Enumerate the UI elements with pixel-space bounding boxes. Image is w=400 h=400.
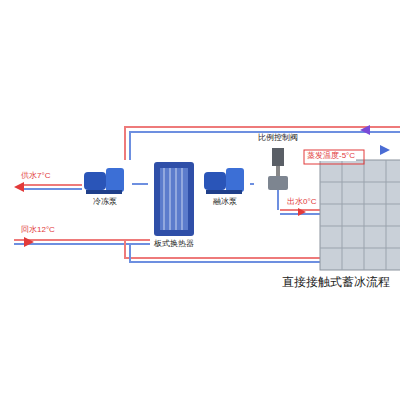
equipment-label: 冷冻泵 <box>78 198 132 207</box>
equipment-label: 融冰泵 <box>200 198 250 207</box>
pump-icon <box>204 168 244 194</box>
temperature-label: 供水7°C <box>20 172 51 181</box>
equipment-label: 比例控制阀 <box>254 134 302 143</box>
equipment-node: 板式换热器 <box>148 158 200 252</box>
temperature-label: 出水0°C <box>286 198 317 207</box>
plate-heat-exchanger-icon <box>154 162 194 236</box>
equipment-node: 冷冻泵 <box>78 160 132 210</box>
equipment-node: 比例控制阀 <box>254 134 302 196</box>
pipe-connector <box>250 183 254 185</box>
equipment-node: 融冰泵 <box>200 160 250 210</box>
equipment-label: 板式换热器 <box>148 240 200 249</box>
control-valve-icon <box>268 148 288 210</box>
pipe-connector <box>132 183 148 185</box>
temperature-label: 蒸发温度-5°C <box>306 152 356 161</box>
diagram-title: 直接接触式蓄冰流程 <box>282 274 390 291</box>
pump-icon <box>84 168 124 194</box>
ice-tank <box>320 160 400 270</box>
temperature-label: 回水12°C <box>20 226 56 235</box>
